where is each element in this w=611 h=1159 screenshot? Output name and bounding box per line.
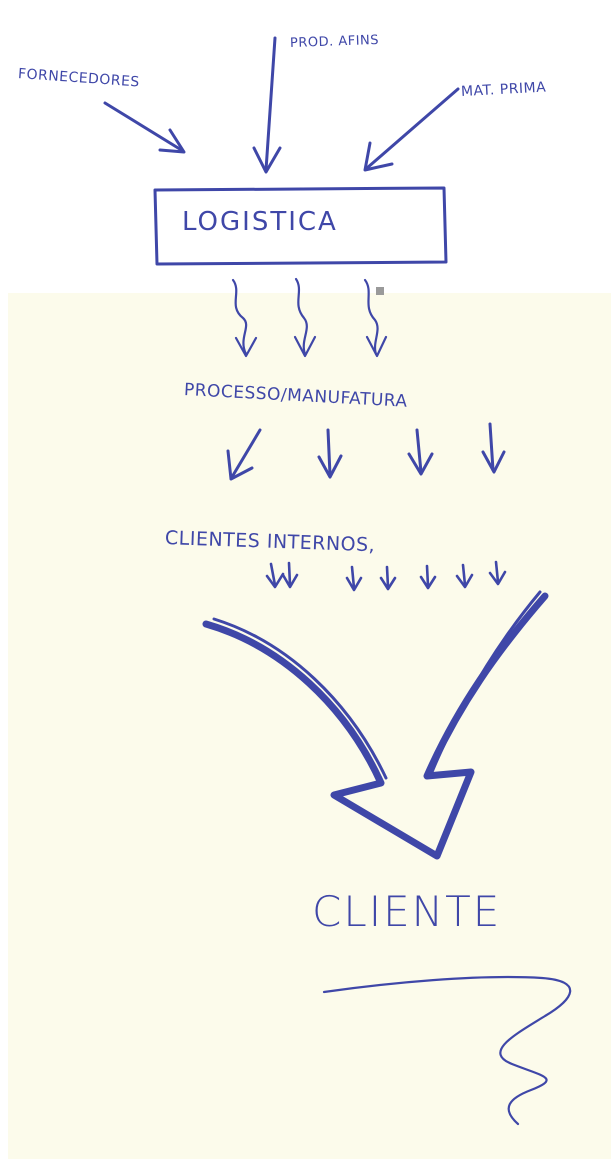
big-converging-arrow — [206, 592, 545, 856]
arrows-processo-to-clientes — [228, 424, 504, 479]
logistica-label: LOGISTICA — [182, 207, 338, 237]
arrow-prod-afins — [254, 38, 280, 172]
arrow-fornecedores — [105, 103, 184, 152]
arrows-clientes-internos — [267, 562, 505, 590]
cliente-label: CLIENTE — [312, 887, 501, 936]
cliente-squiggle — [324, 977, 570, 1124]
paper-dot — [376, 287, 384, 295]
prod-afins-label: PROD. AFINS — [290, 33, 380, 51]
arrow-mat-prima — [365, 89, 458, 170]
arrows-logistica-to-processo — [233, 279, 386, 356]
